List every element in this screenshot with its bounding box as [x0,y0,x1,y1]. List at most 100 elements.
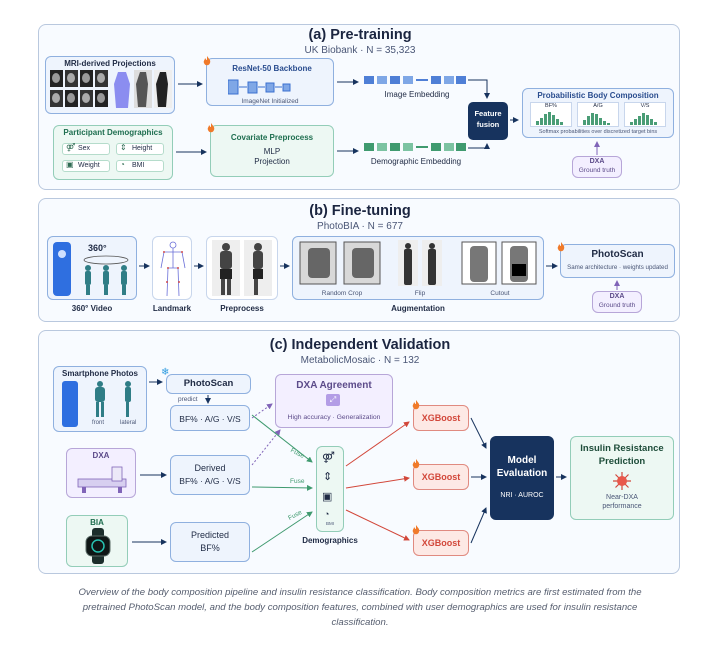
ground-truth-label-a: Ground truth [578,167,616,174]
resnet-backbone-box [206,58,334,106]
demographics-column-box [316,446,344,532]
virus-icon [613,472,631,490]
preprocess-label: Preprocess [220,304,264,313]
model-evaluation-label-2: Evaluation [496,468,548,479]
derived-label-1: Derived [194,463,226,473]
mlp-label: MLP [263,147,281,156]
mri-images [50,70,172,108]
figure-caption-line-3: classification. [331,617,389,628]
figure-caption-line-1: Overview of the body composition pipelin… [78,587,642,598]
landmark-label: Landmark [152,304,192,313]
snowflake-icon: ❄ [161,367,170,378]
flame-icon [412,400,420,410]
pbc-vs-label: V/S [640,103,650,109]
dxa-ground-truth-box-a [572,156,622,178]
resnet-layers-icon [228,79,291,95]
front-label: front [92,420,105,426]
bmi-icon: ◔ [324,509,330,519]
dxa-scanner-icon [77,466,127,493]
predict-label: predict [178,396,198,403]
model-evaluation-box [490,436,554,520]
flip-label: Flip [414,290,426,297]
random-crop-label: Random Crop [321,290,363,297]
participant-demographics-title: Participant Demographics [63,128,163,137]
degrees-label: 360° [88,243,107,253]
demographic-embedding-label: Demographic Embedding [370,157,462,166]
height-chip [116,143,164,155]
photoscan-box-b [560,244,675,278]
body-silhouette-purple [114,72,130,108]
pretraining-subtitle: UK Biobank · N = 35,323 [304,45,416,56]
augmentation-images [299,240,537,286]
model-evaluation-sub: NRI · AUROC [500,492,544,499]
demographic-embedding-bar [364,143,466,151]
pbc-bf-label: BF% [545,103,557,109]
covariate-preprocess-box [210,125,334,177]
photoscan-box-c [166,374,251,394]
landmark-skeleton-icon [160,241,186,297]
photoscan-title-c: PhotoScan [183,378,234,389]
insulin-resistance-title-2: Prediction [598,456,646,467]
demographics-label: Demographics [302,536,358,545]
xgboost-label-1: XGBoost [421,413,461,423]
xgboost-box-1 [413,405,469,431]
feature-fusion-label-2: fusion [476,120,500,129]
finetuning-arrows [139,263,620,290]
height-icon: ⇕ [120,143,127,152]
xgboost-box-2 [413,464,469,490]
predicted-label-1: Predicted [190,530,230,540]
predicted-label-2: BF% [200,543,220,553]
xgboost-box-3 [413,530,469,556]
insulin-sub-1: Near-DXA [606,494,638,501]
flame-icon [203,56,211,66]
cutout-patch [512,264,526,276]
pretraining-arrows [176,79,600,155]
flame-icon [557,242,565,252]
resnet-title: ResNet-50 Backbone [232,64,312,73]
flame-icon [207,123,215,133]
body-silhouette-dark [136,72,148,107]
figure-caption-line-2: pretrained PhotoScan model, and the body… [82,602,638,613]
height-label: Height [132,145,153,152]
lateral-label: lateral [120,420,137,426]
pbc-title: Probabilistic Body Composition [537,91,659,100]
model-evaluation-label-1: Model [507,455,537,466]
fuse-label-2: Fuse [290,478,305,485]
covariate-title: Covariate Preprocess [230,133,314,142]
validation-title: (c) Independent Validation [269,337,451,353]
sex-icon: ⚤ [322,452,335,464]
photoscan-subtitle-b: Same architecture · weights updated [567,264,668,271]
weight-icon: ▣ [66,160,74,169]
photoscan-metrics-box [170,405,250,431]
image-embedding-bar [364,76,466,84]
validation-arrows [132,379,567,553]
bia-label: BIA [90,518,104,527]
projection-label: Projection [254,157,290,166]
dxa-source-box [66,448,136,498]
phone-camera-icon [58,250,66,258]
bmi-chip [116,160,164,172]
xgboost-label-2: XGBoost [421,472,461,482]
derived-metrics-box [170,455,250,495]
preprocess-figures [212,240,272,296]
dxa-label-b: DXA [609,293,625,300]
photoscan-metrics-label: BF% · A/G · V/S [179,414,241,424]
finetuning-subtitle: PhotoBIA · N = 677 [317,221,403,232]
flame-icon [412,525,420,535]
dxa-agreement-subtitle: High accuracy · Generalization [287,414,381,421]
xgboost-label-3: XGBoost [421,538,461,548]
weight-chip [62,160,110,172]
image-embedding-label: Image Embedding [384,90,450,99]
weight-icon: ▣ [322,491,333,503]
dxa-label-a: DXA [589,158,605,165]
rotation-figures-icon [83,255,129,295]
pbc-histograms [536,112,657,125]
insulin-resistance-title-1: Insulin Resistance [580,443,664,454]
bmi-small-label: BMI [325,521,334,526]
smartphone-photos-label: Smartphone Photos [61,369,138,378]
watch-icon [85,528,111,564]
phone-icon [62,381,78,427]
augmentation-label: Augmentation [391,304,445,313]
feature-fusion-label-1: Feature [474,109,502,118]
weight-label: Weight [78,162,100,169]
